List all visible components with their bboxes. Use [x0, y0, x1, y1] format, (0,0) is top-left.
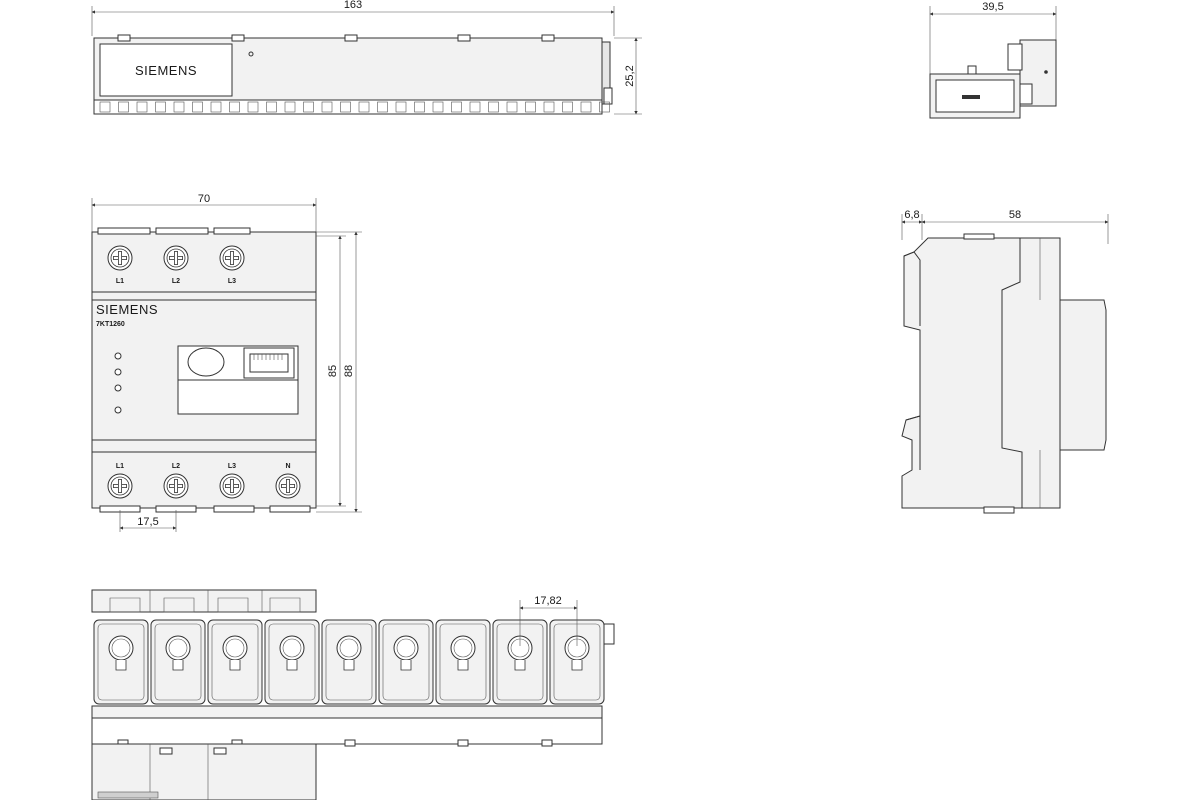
terminal-slot [562, 101, 573, 113]
model-number: 7KT1260 [96, 321, 125, 328]
terminal-slot [99, 101, 111, 113]
dim-side-depth: 58 [1009, 209, 1021, 221]
terminal-slot [303, 101, 314, 113]
top-view: 163 SIEMENS 25,2 [91, 0, 642, 115]
terminal-slot [580, 101, 592, 113]
front-view: 70 L1 L2 L3 SIEMENS 7KT1260 [91, 193, 362, 532]
terminal-slot [155, 101, 166, 113]
terminal-top-l2: L2 [172, 278, 180, 285]
terminal-slot [432, 101, 444, 113]
led-icon [114, 368, 122, 376]
terminal-slot [599, 101, 610, 113]
dim-terminal-pitch: 17,5 [137, 516, 158, 528]
side-view: 6,8 58 [901, 209, 1109, 514]
terminal-bottom-l3: L3 [228, 463, 236, 470]
terminal-bottom-l2: L2 [172, 463, 180, 470]
dim-side-top-width: 39,5 [982, 1, 1003, 13]
terminal-slot [284, 101, 296, 113]
terminal-slot [136, 101, 148, 113]
led-icon [114, 384, 122, 392]
ethernet-port-icon [243, 347, 295, 379]
terminal-slot [229, 101, 240, 113]
dim-front-outer-height: 88 [343, 365, 355, 377]
dim-side-offset: 6,8 [904, 209, 919, 221]
terminal-slot [192, 101, 203, 113]
terminal-bottom-l1: L1 [116, 463, 124, 470]
terminal-slot [451, 101, 462, 113]
terminal-slot [210, 101, 222, 113]
dim-front-width: 70 [198, 193, 210, 205]
terminal-slot [543, 101, 555, 113]
terminal-bottom-n: N [285, 463, 290, 470]
terminal-top-l1: L1 [116, 278, 124, 285]
terminal-slot [525, 101, 536, 113]
side-top-view: 39,5 [929, 1, 1057, 119]
terminal-slot [414, 101, 425, 113]
terminal-slot [118, 101, 129, 113]
dim-top-width: 163 [344, 0, 362, 11]
led-icon [114, 352, 122, 360]
terminal-slot [506, 101, 518, 113]
window-icon [187, 347, 225, 377]
terminal-slot [488, 101, 499, 113]
dim-front-inner-height: 85 [327, 365, 339, 377]
terminal-slot [266, 101, 277, 113]
bottom-view: 17,82 [91, 589, 615, 801]
brand-logo-front: SIEMENS [96, 302, 158, 317]
terminal-slot [173, 101, 185, 113]
dim-top-height: 25,2 [624, 65, 636, 86]
terminal-slot [247, 101, 259, 113]
terminal-slot [340, 101, 351, 113]
terminal-top-l3: L3 [228, 278, 236, 285]
led-icon [114, 406, 122, 414]
terminal-slot [321, 101, 333, 113]
terminal-slot [377, 101, 388, 113]
terminal-slot [469, 101, 481, 113]
dim-ct-pitch: 17,82 [534, 595, 562, 607]
terminal-slot [395, 101, 407, 113]
terminal-slot [358, 101, 370, 113]
brand-logo-top: SIEMENS [135, 63, 197, 78]
